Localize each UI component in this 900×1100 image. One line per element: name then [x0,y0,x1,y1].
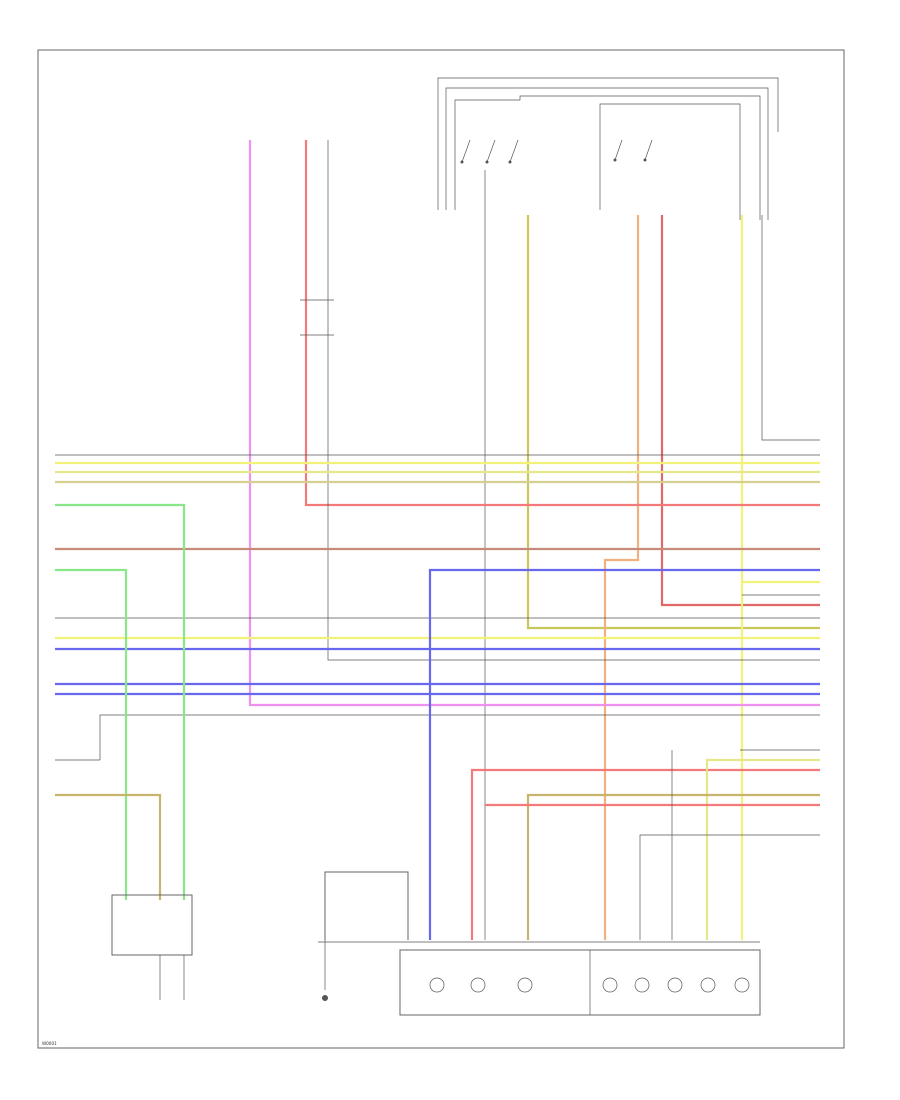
instrument-cluster [318,941,761,1016]
ground-symbol-icon [322,995,328,1001]
diagram-frame [37,49,845,1049]
top-left-connector-wires [248,140,820,707]
right-side-wires [428,568,820,940]
switch-contact-icon [460,139,653,164]
inline-connector [300,299,334,336]
center-module [324,871,409,990]
indicator-bulb-icon [429,977,750,993]
switch-vertical-wires [484,170,820,940]
relay-input-wires [55,503,186,900]
footer-code: W0001 [42,1041,57,1046]
horizontal-harness [55,454,820,760]
switch-assembly-bracket [437,77,779,220]
relay-coil-icon [111,894,193,1000]
